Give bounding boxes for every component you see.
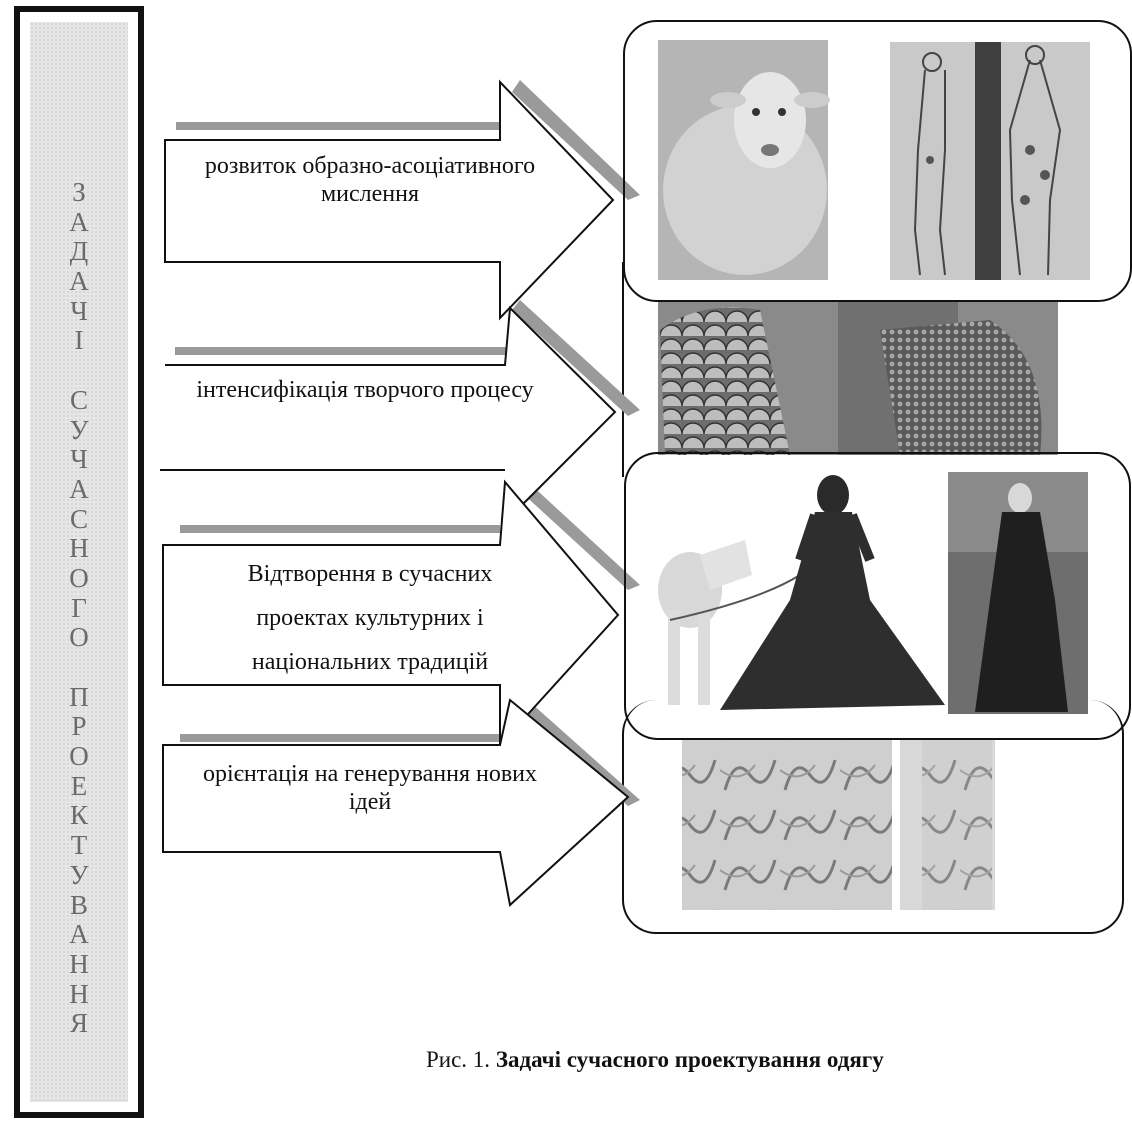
image-panel-3	[624, 452, 1131, 740]
banner-letter: У	[69, 859, 89, 890]
banner-letter: Н	[69, 978, 89, 1009]
arrow-2	[160, 305, 617, 508]
arrow-3-text: Відтворення в сучасних проектах культурн…	[190, 552, 550, 684]
banner-vertical-text: З А Д А Ч І С У Ч А С Н О Г О П Р О Е К …	[30, 177, 128, 1038]
banner-letter: В	[69, 889, 88, 920]
banner-letter: Н	[69, 533, 89, 564]
banner-letter: А	[69, 473, 89, 504]
arrow-4	[162, 698, 630, 907]
banner-letter: З	[72, 177, 86, 207]
arrow-1-text: розвиток образно-асоціативного мислення	[170, 152, 570, 208]
costume-sketches-image	[890, 42, 1090, 280]
banner-letter: С	[69, 384, 88, 415]
banner-letter: О	[69, 562, 89, 593]
banner-letter: Е	[70, 770, 88, 801]
banner-letter: К	[69, 800, 88, 831]
image-panel-1	[623, 20, 1132, 302]
arrow-3-line-1: Відтворення в сучасних	[247, 561, 493, 587]
arrow-1-line-1: розвиток образно-асоціативного	[204, 153, 536, 179]
arrow-4-text: орієнтація на генерування нових ідей	[170, 760, 570, 816]
arrow-4-line-1: орієнтація на генерування нових	[202, 761, 538, 787]
banner-letter: У	[69, 414, 89, 445]
arrow-1	[164, 79, 615, 321]
banner-letter: Я	[69, 1008, 88, 1039]
banner-letter: Д	[69, 236, 89, 267]
arrow-3	[162, 479, 620, 748]
arrow-4-line-2: ідей	[348, 789, 392, 815]
banner-letter: Г	[71, 592, 87, 623]
banner-background: З А Д А Ч І С У Ч А С Н О Г О П Р О Е К …	[30, 22, 128, 1102]
banner-letter: Р	[71, 711, 87, 742]
banner-letter: П	[69, 681, 89, 712]
caption-prefix: Рис. 1.	[426, 1047, 496, 1072]
sheep-image	[658, 40, 830, 280]
banner-letter: А	[69, 919, 89, 950]
scale-texture-image	[658, 300, 1058, 455]
banner-letter: Т	[70, 830, 88, 861]
horse-dress-image	[658, 475, 945, 710]
banner-letter: А	[69, 266, 89, 297]
banner-letter: А	[69, 206, 89, 237]
arrow-shadows	[175, 80, 640, 806]
banner-letter: О	[69, 622, 89, 653]
arrow-3-line-3: національних традицій	[251, 649, 489, 675]
ruffled-textile-image	[682, 738, 995, 910]
banner-letter: О	[69, 741, 89, 772]
runway-dress-image	[948, 472, 1088, 714]
arrow-3-line-2: проектах культурних і	[256, 605, 484, 631]
banner-letter: Ч	[70, 444, 88, 475]
arrow-2-line-1: інтенсифікація творчого процесу	[196, 377, 534, 403]
arrow-1-line-2: мислення	[320, 181, 420, 207]
vertical-title-banner: З А Д А Ч І С У Ч А С Н О Г О П Р О Е К …	[14, 6, 144, 1118]
arrow-2-text: інтенсифікація творчого процесу	[160, 376, 570, 404]
banner-letter: І	[74, 325, 84, 356]
caption-title: Задачі сучасного проектування одягу	[495, 1047, 884, 1072]
banner-letter: Ч	[70, 295, 88, 326]
banner-letter: Н	[69, 948, 89, 979]
banner-letter: С	[69, 503, 88, 534]
figure-caption: Рис. 1. Задачі сучасного проектування од…	[426, 1047, 884, 1073]
